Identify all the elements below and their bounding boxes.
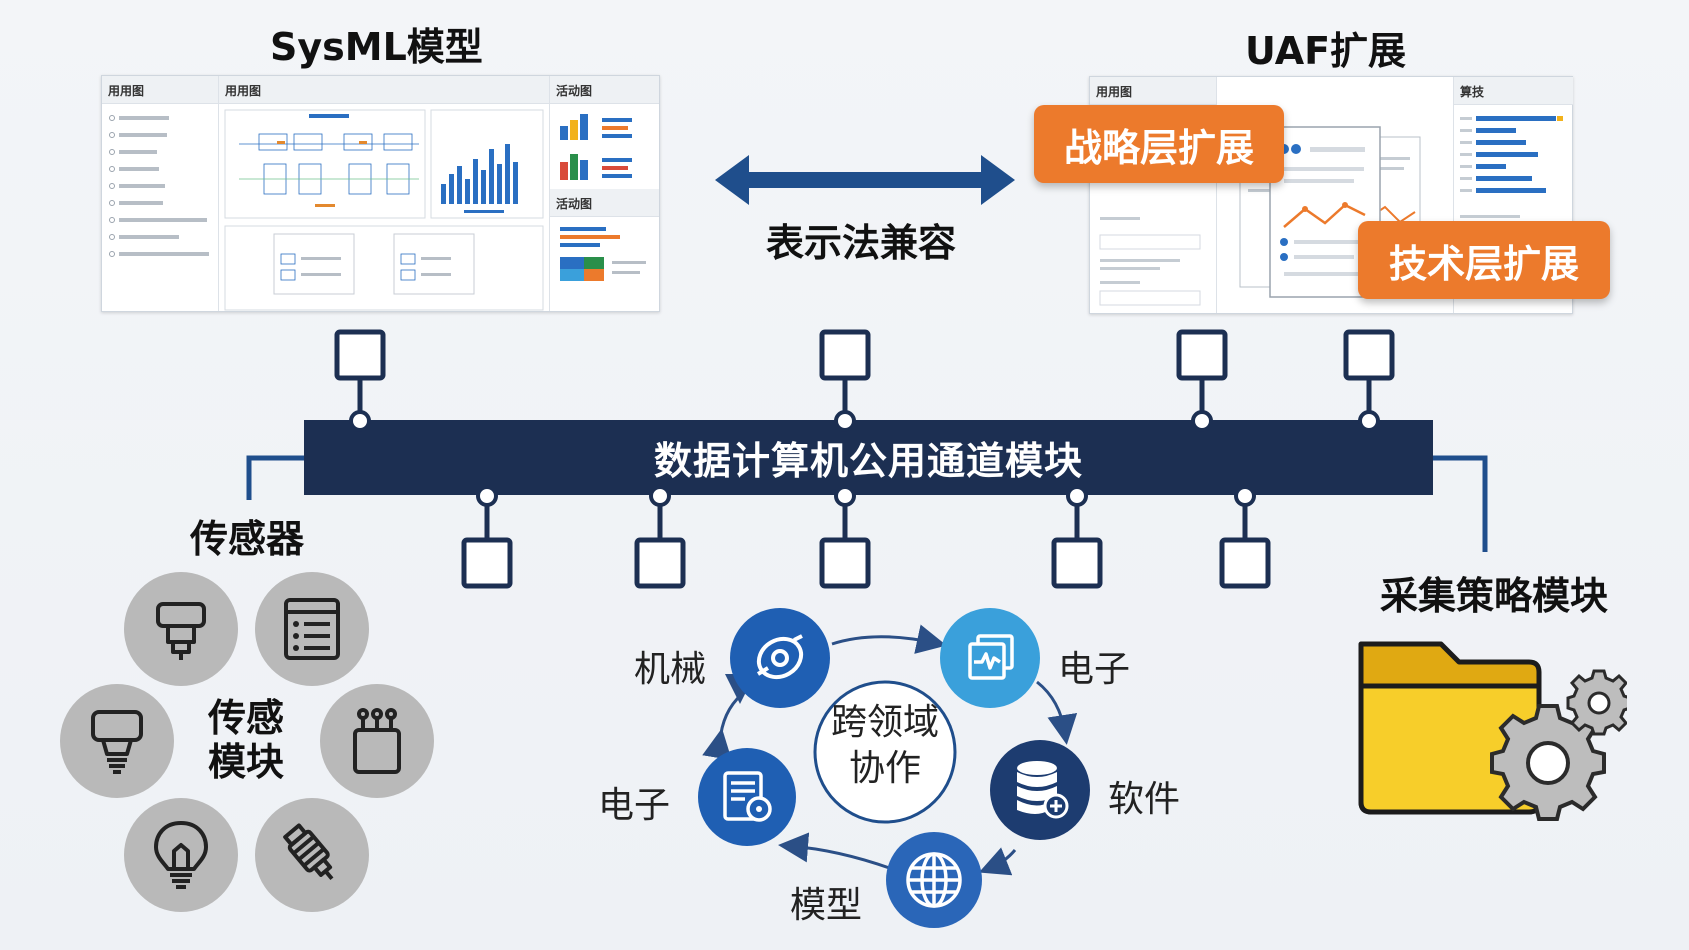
lightbulb-icon xyxy=(154,821,208,889)
uaf-left-column: 用用图 xyxy=(1090,77,1217,313)
globe-icon xyxy=(906,852,962,908)
connector-icon xyxy=(353,708,401,774)
bulb-socket-icon xyxy=(91,710,143,774)
sysml-title: SysML模型 xyxy=(270,25,483,69)
cross-domain-line1: 跨领域 xyxy=(830,702,939,743)
electronic-right-label: 电子 xyxy=(1058,649,1131,690)
sensor-bulb-circle xyxy=(124,798,238,912)
activity-mini-charts-bottom xyxy=(560,227,646,281)
folder-gear-icon xyxy=(1358,641,1627,821)
sensor-module-line2: 模块 xyxy=(207,740,284,784)
mechanical-node xyxy=(730,608,830,708)
double-arrow-icon xyxy=(715,155,1015,205)
flange-sensor-icon xyxy=(156,602,206,660)
electronic-left-node xyxy=(698,748,796,846)
usecase-lines xyxy=(109,115,209,257)
list-panel-icon xyxy=(284,598,340,660)
strategy-layer-extension-label: 战略层扩展 xyxy=(1034,105,1284,183)
mechanical-label: 机械 xyxy=(634,649,707,690)
electronic-right-node xyxy=(940,608,1040,708)
sysml-usecase-diagram: 用用图 xyxy=(219,76,550,311)
sysml-col1-header: 用用图 xyxy=(102,76,218,104)
sysml-usecase-list: 用用图 xyxy=(102,76,219,311)
sensor-list-circle xyxy=(255,572,369,686)
sensor-module-line1: 传感 xyxy=(207,696,284,740)
sysml-col3-header-bottom: 活动图 xyxy=(550,189,659,217)
cross-domain-center: 跨领域 协作 xyxy=(815,700,955,792)
document-gear-icon xyxy=(723,771,772,822)
sensor-connector-circle xyxy=(320,684,434,798)
mechanical-gear-icon xyxy=(756,634,804,680)
sysml-diagram-graphics xyxy=(224,109,544,311)
software-label: 软件 xyxy=(1108,779,1181,820)
software-node xyxy=(990,740,1090,840)
uaf-header-right: 算技 xyxy=(1454,77,1573,105)
sysml-activity-panel: 活动图 活动图 xyxy=(550,76,659,311)
waveform-window-icon xyxy=(968,634,1014,680)
uaf-form-lines xyxy=(1099,217,1201,306)
uaf-header-left: 用用图 xyxy=(1090,77,1216,105)
probe-icon xyxy=(283,823,334,881)
notation-compat-label: 表示法兼容 xyxy=(766,221,957,265)
uaf-title: UAF扩展 xyxy=(1245,29,1407,73)
sysml-model-panel: 用用图 用用图 xyxy=(101,75,660,312)
sensor-module-center: 传感 模块 xyxy=(190,696,302,784)
model-label: 模型 xyxy=(790,885,863,926)
data-bus-module: 数据计算机公用通道模块 xyxy=(304,420,1433,495)
database-add-icon xyxy=(1017,761,1069,819)
sensor-title: 传感器 xyxy=(190,517,305,561)
sensor-probe-circle xyxy=(255,798,369,912)
sysml-col2-header: 用用图 xyxy=(219,76,549,104)
sysml-col3-header-top: 活动图 xyxy=(550,76,659,104)
tech-layer-extension-label: 技术层扩展 xyxy=(1358,221,1610,299)
sensor-socket-circle xyxy=(60,684,174,798)
model-node xyxy=(886,832,982,928)
electronic-left-label: 电子 xyxy=(598,785,671,826)
collect-strategy-title: 采集策略模块 xyxy=(1380,574,1609,618)
sensor-flange-circle xyxy=(124,572,238,686)
cross-domain-line2: 协作 xyxy=(848,748,921,789)
activity-mini-charts-top xyxy=(560,114,632,180)
